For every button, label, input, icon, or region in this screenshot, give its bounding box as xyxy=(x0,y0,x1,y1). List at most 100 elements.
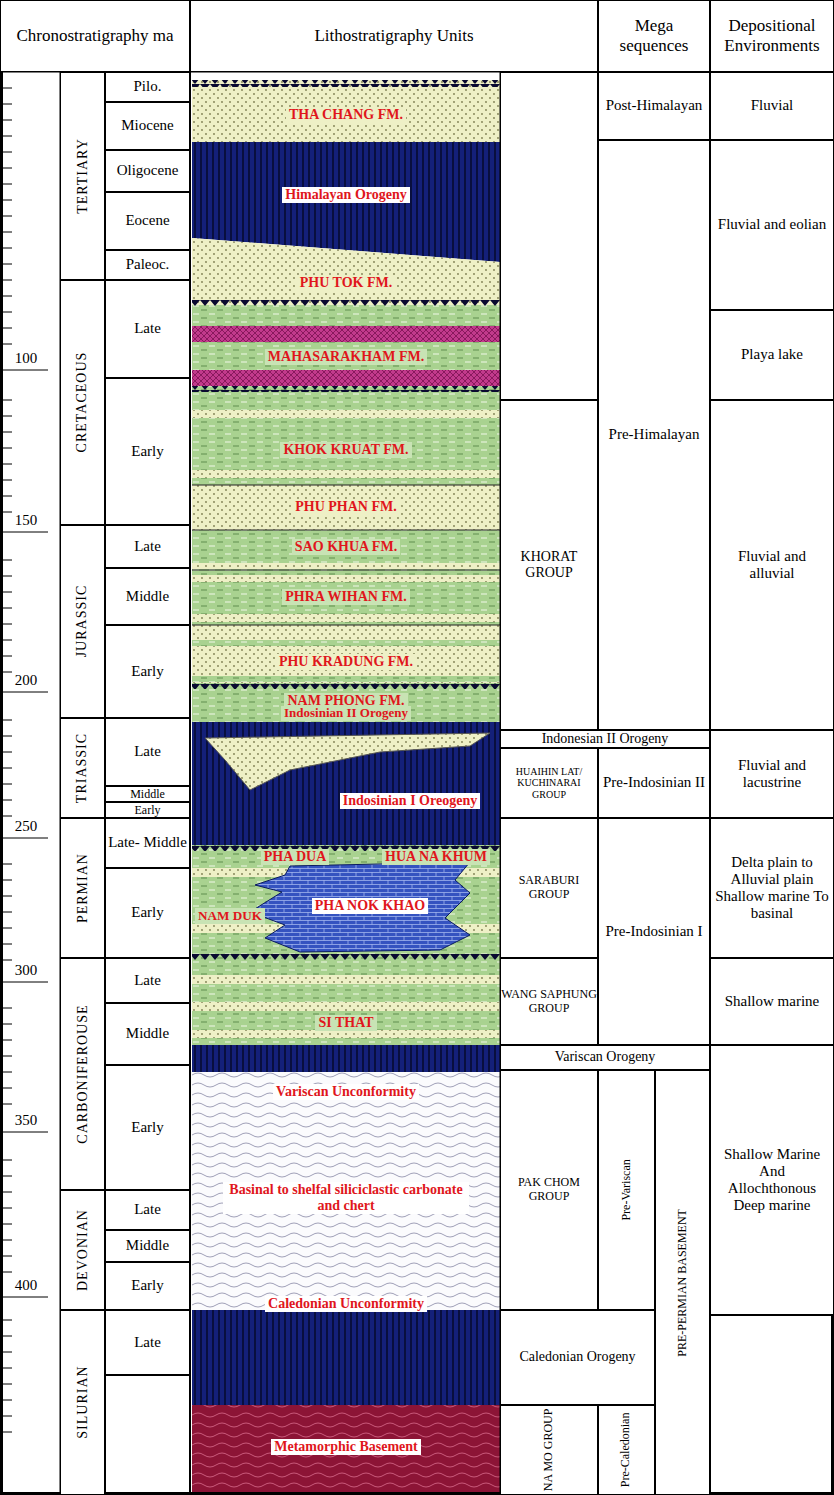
period-cell: CARBONIFEROUSE xyxy=(60,958,105,1190)
cell-text: WANG SAPHUNG GROUP xyxy=(501,988,597,1016)
cell-text: SARABURI GROUP xyxy=(501,874,597,902)
orogeny-label-text: Indosinian II Orogeny xyxy=(281,706,411,721)
cell-text: Pre-Caledonian xyxy=(620,1413,634,1488)
scale-number: 300 xyxy=(4,962,48,980)
group-cell: HUAIHIN LAT/ KUCHINARAI GROUP xyxy=(500,748,598,818)
orogeny-row: Indonesian II Orogeny xyxy=(500,730,710,748)
formation-band: HUA NA KHUM xyxy=(372,848,500,866)
cell-text: Basinal to shelfal siliciclastic carbona… xyxy=(223,1182,469,1214)
cell-text: Fluvial and alluvial xyxy=(714,548,830,583)
cell-text: PERMIAN xyxy=(74,853,90,923)
megasequence-cell: Pre-Indosinian II xyxy=(598,748,710,818)
cell-text: Middle xyxy=(126,588,169,605)
epoch-cell: Early xyxy=(105,625,190,718)
scale-number-text: 250 xyxy=(15,818,38,835)
group-cell: KHORAT GROUP xyxy=(500,400,598,730)
cell-text: HUA NA KHUM xyxy=(382,849,490,865)
cell-text: Playa lake xyxy=(741,346,803,363)
epoch-cell: Middle xyxy=(105,786,190,802)
cell-text: Caledonian Orogeny xyxy=(519,1349,635,1365)
epoch-cell: Middle xyxy=(105,1230,190,1262)
cell-text: Paleoc. xyxy=(126,256,170,273)
scale-number: 200 xyxy=(4,672,48,690)
group-cell: WANG SAPHUNG GROUP xyxy=(500,958,598,1045)
scale-number-text: 150 xyxy=(15,512,38,529)
cell-text: Late xyxy=(134,972,161,989)
header-cell: Chronostratigraphy ma xyxy=(0,0,190,72)
epoch-cell: Middle xyxy=(105,568,190,625)
megasequence-cell: Pre-Variscan xyxy=(598,1070,655,1310)
group-cell: NA MO GROUP xyxy=(500,1405,598,1495)
formation-band: KHOK KRUAT FM. xyxy=(192,435,500,465)
period-cell: DEVONIAN xyxy=(60,1190,105,1310)
formation-band: PHU PHAN FM. xyxy=(192,492,500,522)
megasequence-cell: Pre-Himalayan xyxy=(598,140,710,730)
formation-band: PHA DUA xyxy=(230,848,360,866)
cell-text: Chronostratigraphy ma xyxy=(16,26,173,46)
megasequence-cell: Pre-Indosinian I xyxy=(598,818,710,1045)
epoch-cell: Late- Middle xyxy=(105,818,190,868)
scale-number-text: 200 xyxy=(15,672,38,689)
cell-text: Early xyxy=(131,904,163,921)
epoch-cell: Late xyxy=(105,280,190,378)
cell-text: Early xyxy=(131,663,163,680)
orogeny-row: Variscan Orogeny xyxy=(500,1045,710,1070)
formation-band: NAM DUK xyxy=(194,905,266,927)
orogeny-band: Himalayan Orogeny xyxy=(192,175,500,215)
cell-text: DEVONIAN xyxy=(74,1209,90,1291)
formation-band: SAO KHUA FM. xyxy=(192,535,500,559)
cell-text: SILURIAN xyxy=(74,1366,90,1439)
orogeny-band: Indosinian I Oreogeny xyxy=(320,788,500,814)
cell-text: CARBONIFEROUSE xyxy=(74,1004,90,1143)
scale-number-text: 400 xyxy=(15,1277,38,1294)
cell-text: JURASSIC xyxy=(74,585,90,658)
cell-text: Middle xyxy=(126,1025,169,1042)
cell-text: Late xyxy=(134,1201,161,1218)
cell-text: Post-Himalayan xyxy=(606,97,703,114)
cell-text: Fluvial and eolian xyxy=(718,216,826,233)
cell-text: PHU TOK FM. xyxy=(297,275,395,291)
scale-number: 250 xyxy=(4,818,48,836)
formation-band: PHRA WIHAN FM. xyxy=(192,585,500,609)
group-cell: SARABURI GROUP xyxy=(500,818,598,958)
cell-text: PHRA WIHAN FM. xyxy=(282,589,409,605)
epoch-cell: Middle xyxy=(105,1003,190,1065)
cell-text: Pre-Variscan xyxy=(620,1159,634,1220)
basement-band: Metamorphic Basement xyxy=(192,1432,500,1462)
cell-text: Late xyxy=(134,1334,161,1351)
cell-text: Miocene xyxy=(121,117,173,134)
epoch-cell: Early xyxy=(105,868,190,958)
cell-text: KHORAT GROUP xyxy=(501,549,597,581)
formation-band: PHU KRADUNG FM. xyxy=(192,650,500,674)
cell-text: HUAIHIN LAT/ KUCHINARAI GROUP xyxy=(501,766,597,801)
cell-text: Pre-Indosinian II xyxy=(603,774,705,791)
cell-text: SAO KHUA FM. xyxy=(292,539,400,555)
cell-text: Mega sequences xyxy=(599,16,709,55)
header-cell: Depositional Environments xyxy=(710,0,834,72)
cell-text: Lithostratigraphy Units xyxy=(314,26,473,46)
megasequence-cell: Pre-Caledonian xyxy=(598,1405,655,1495)
cell-text: PHA DUA xyxy=(261,849,330,865)
orogeny-row: Caledonian Orogeny xyxy=(500,1310,655,1405)
cell-text: PHU KRADUNG FM. xyxy=(276,654,416,670)
epoch-cell: Oligocene xyxy=(105,150,190,192)
epoch-cell: Late xyxy=(105,525,190,568)
epoch-cell: Early xyxy=(105,378,190,525)
cell-text: CRETACEOUS xyxy=(74,352,90,453)
cell-text: Early xyxy=(131,1277,163,1294)
period-cell: SILURIAN xyxy=(60,1310,105,1495)
environment-cell: Fluvial and lacustrine xyxy=(710,730,834,818)
environment-cell: Delta plain to Alluvial plain Shallow ma… xyxy=(710,818,834,958)
cell-text: Middle xyxy=(126,1237,169,1254)
environment-cell: Fluvial and alluvial xyxy=(710,400,834,730)
epoch-cell: Late xyxy=(105,958,190,1003)
cell-text: PHA NOK KHAO xyxy=(312,898,428,914)
cell-text: Caledonian Unconformity xyxy=(265,1296,427,1312)
cell-text: KHOK KRUAT FM. xyxy=(280,442,411,458)
cell-text: NA MO GROUP xyxy=(542,1409,556,1492)
scale-number: 100 xyxy=(4,350,48,368)
formation-band: PHU TOK FM. xyxy=(192,268,500,298)
epoch-cell: Late xyxy=(105,1310,190,1375)
scale-number: 400 xyxy=(4,1277,48,1295)
epoch-cell: Pilo. xyxy=(105,72,190,102)
